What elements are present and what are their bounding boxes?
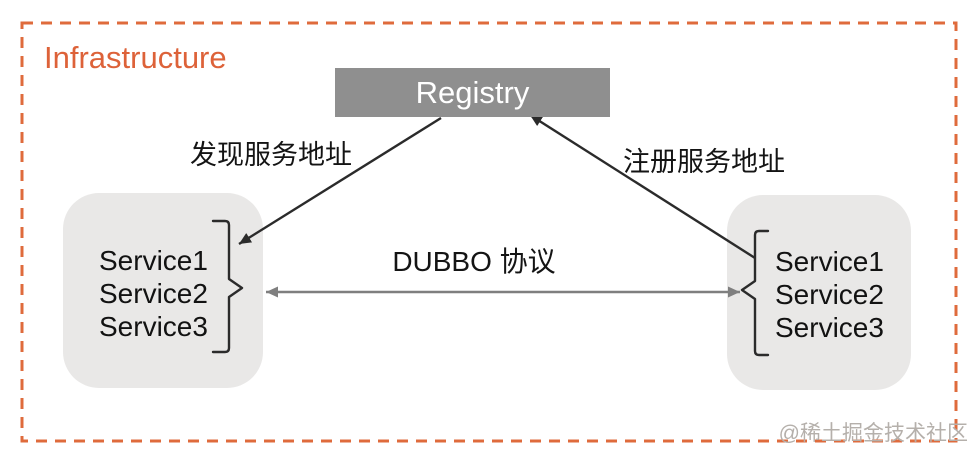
left-service-box: Service1 Service2 Service3 [63,193,263,388]
service-item: Service2 [99,278,208,309]
watermark: @稀土掘金技术社区 [778,422,968,445]
register-arrow-label: 注册服务地址 [623,147,785,177]
left-services-brace [211,219,244,354]
left-service-list: Service1 Service2 Service3 [99,244,208,343]
infrastructure-boundary [20,21,958,443]
right-service-list: Service1 Service2 Service3 [775,245,884,344]
register-arrow [529,113,756,260]
discover-arrow-label: 发现服务地址 [190,140,352,170]
service-item: Service3 [775,312,884,343]
infrastructure-title: Infrastructure [44,40,227,75]
service-item: Service1 [775,246,884,277]
protocol-arrow-label: DUBBO 协议 [392,246,556,277]
service-item: Service2 [775,279,884,310]
registry-node: Registry [335,68,610,117]
right-service-box: Service1 Service2 Service3 [727,195,911,390]
right-services-brace [740,229,770,357]
service-item: Service1 [99,245,208,276]
service-item: Service3 [99,311,208,342]
registry-label: Registry [415,74,530,110]
discover-arrow [238,116,442,246]
